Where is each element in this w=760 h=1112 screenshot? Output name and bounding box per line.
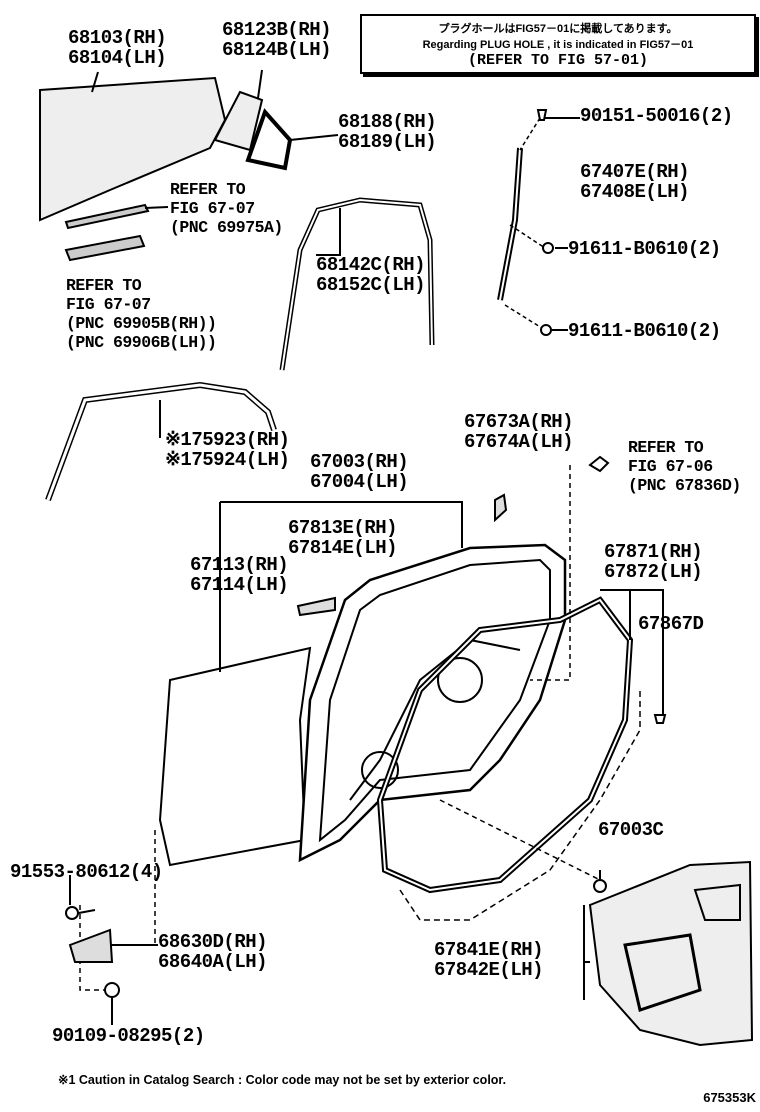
- part-number[interactable]: 68152C(LH): [316, 274, 426, 296]
- part-label-90109[interactable]: 90109-08295(2): [52, 1026, 205, 1046]
- refer-text: REFER TO: [66, 276, 142, 295]
- part-label-91553[interactable]: 91553-80612(4): [10, 862, 163, 882]
- part-number[interactable]: 67872(LH): [604, 561, 703, 583]
- part-label-67407e[interactable]: 67407E(RH)67408E(LH): [580, 161, 690, 203]
- part-label-68103[interactable]: 68103(RH)68104(LH): [68, 27, 167, 69]
- part-label-67813e[interactable]: 67813E(RH)67814E(LH): [288, 517, 398, 559]
- part-label-67867d[interactable]: 67867D: [638, 613, 704, 635]
- part-label-68142c[interactable]: 68142C(RH)68152C(LH): [316, 254, 426, 296]
- belt-moulding: [64, 203, 169, 262]
- part-label-67003c[interactable]: 67003C: [598, 819, 664, 841]
- figure-number: 675353K: [703, 1090, 756, 1105]
- part-label-67871[interactable]: 67871(RH)67872(LH): [604, 541, 703, 583]
- part-label-67003[interactable]: 67003(RH)67004(LH): [310, 451, 409, 493]
- part-number[interactable]: ※175923(RH): [165, 429, 290, 451]
- part-number[interactable]: 67814E(LH): [288, 537, 398, 559]
- part-number[interactable]: 67674A(LH): [464, 431, 574, 453]
- part-number[interactable]: 67407E(RH): [580, 161, 690, 183]
- refer-text[interactable]: FIG 67-06: [628, 457, 713, 476]
- part-number[interactable]: ※175924(LH): [165, 449, 290, 471]
- door-glass: [39, 71, 227, 222]
- caution-note: ※1 Caution in Catalog Search : Color cod…: [58, 1073, 507, 1087]
- note-english: Regarding PLUG HOLE , it is indicated in…: [422, 39, 694, 51]
- part-number[interactable]: 91611-B0610(2): [568, 320, 721, 342]
- part-number[interactable]: 67408E(LH): [580, 181, 690, 203]
- part-number[interactable]: 67114(LH): [190, 574, 289, 596]
- run-channel: [279, 197, 435, 371]
- door-frame: [298, 493, 567, 863]
- part-label-68188[interactable]: 68188(RH)68189(LH): [338, 111, 437, 153]
- part-number[interactable]: 68630D(RH): [158, 931, 268, 953]
- refer-text: (PNC 69975A): [170, 218, 283, 237]
- door-trim-board: [583, 860, 754, 1047]
- quarter-glass: [213, 69, 339, 171]
- part-number[interactable]: 67867D: [638, 613, 704, 635]
- part-label-67673a[interactable]: 67673A(RH)67674A(LH): [464, 411, 574, 453]
- part-number[interactable]: 91611-B0610(2): [568, 238, 721, 260]
- refer-text: REFER TO: [170, 180, 246, 199]
- part-label-67841e[interactable]: 67841E(RH)67842E(LH): [434, 939, 544, 981]
- note-japanese: プラグホールはFIG57－01に掲載してあります。: [438, 23, 678, 35]
- division-bar: [497, 109, 580, 336]
- part-label-75923[interactable]: ※175923(RH)※175924(LH): [165, 429, 290, 471]
- plug-hole-note: プラグホールはFIG57－01に掲載してあります。 Regarding PLUG…: [360, 14, 756, 74]
- part-label-68123b[interactable]: 68123B(RH)68124B(LH): [222, 19, 332, 61]
- part-number[interactable]: 67841E(RH): [434, 939, 544, 961]
- door-hinge: [65, 455, 610, 1025]
- part-number[interactable]: 68104(LH): [68, 47, 167, 69]
- part-number[interactable]: 67003C: [598, 819, 664, 841]
- part-number[interactable]: 90151-50016(2): [580, 105, 733, 127]
- part-number[interactable]: 90109-08295(2): [52, 1025, 205, 1047]
- part-number[interactable]: 67813E(RH): [288, 517, 398, 539]
- part-number[interactable]: 68142C(RH): [316, 254, 426, 276]
- part-label-90151[interactable]: 90151-50016(2): [580, 106, 733, 126]
- part-number[interactable]: 67003(RH): [310, 451, 409, 473]
- part-number[interactable]: 67842E(LH): [434, 959, 544, 981]
- refer-text[interactable]: FIG 67-07: [66, 295, 151, 314]
- refer-text[interactable]: FIG 67-07: [170, 199, 255, 218]
- part-number[interactable]: 68640A(LH): [158, 951, 268, 973]
- part-label-91611-b[interactable]: 91611-B0610(2): [568, 321, 721, 341]
- part-number[interactable]: 91553-80612(4): [10, 861, 163, 883]
- part-number[interactable]: 67004(LH): [310, 471, 409, 493]
- door-weatherstrip: [376, 589, 667, 921]
- part-label-67113[interactable]: 67113(RH)67114(LH): [190, 554, 289, 596]
- part-number[interactable]: 67871(RH): [604, 541, 703, 563]
- dashed-leaders: [79, 465, 601, 991]
- part-number[interactable]: 68189(LH): [338, 131, 437, 153]
- part-label-91611-a[interactable]: 91611-B0610(2): [568, 239, 721, 259]
- window-frame-garnish: [45, 381, 277, 502]
- part-number[interactable]: 68124B(LH): [222, 39, 332, 61]
- part-number[interactable]: 67673A(RH): [464, 411, 574, 433]
- part-number[interactable]: 67113(RH): [190, 554, 289, 576]
- refer-text: (PNC 69906B(LH)): [66, 333, 217, 352]
- refer-text: REFER TO: [628, 438, 704, 457]
- part-label-68630d[interactable]: 68630D(RH)68640A(LH): [158, 931, 268, 973]
- refer-text: (PNC 67836D): [628, 476, 741, 495]
- part-number[interactable]: 68188(RH): [338, 111, 437, 133]
- note-refer-link[interactable]: (REFER TO FIG 57-01): [467, 52, 649, 69]
- refer-text: (PNC 69905B(RH)): [66, 314, 217, 333]
- part-number[interactable]: 68123B(RH): [222, 19, 332, 41]
- part-number[interactable]: 68103(RH): [68, 27, 167, 49]
